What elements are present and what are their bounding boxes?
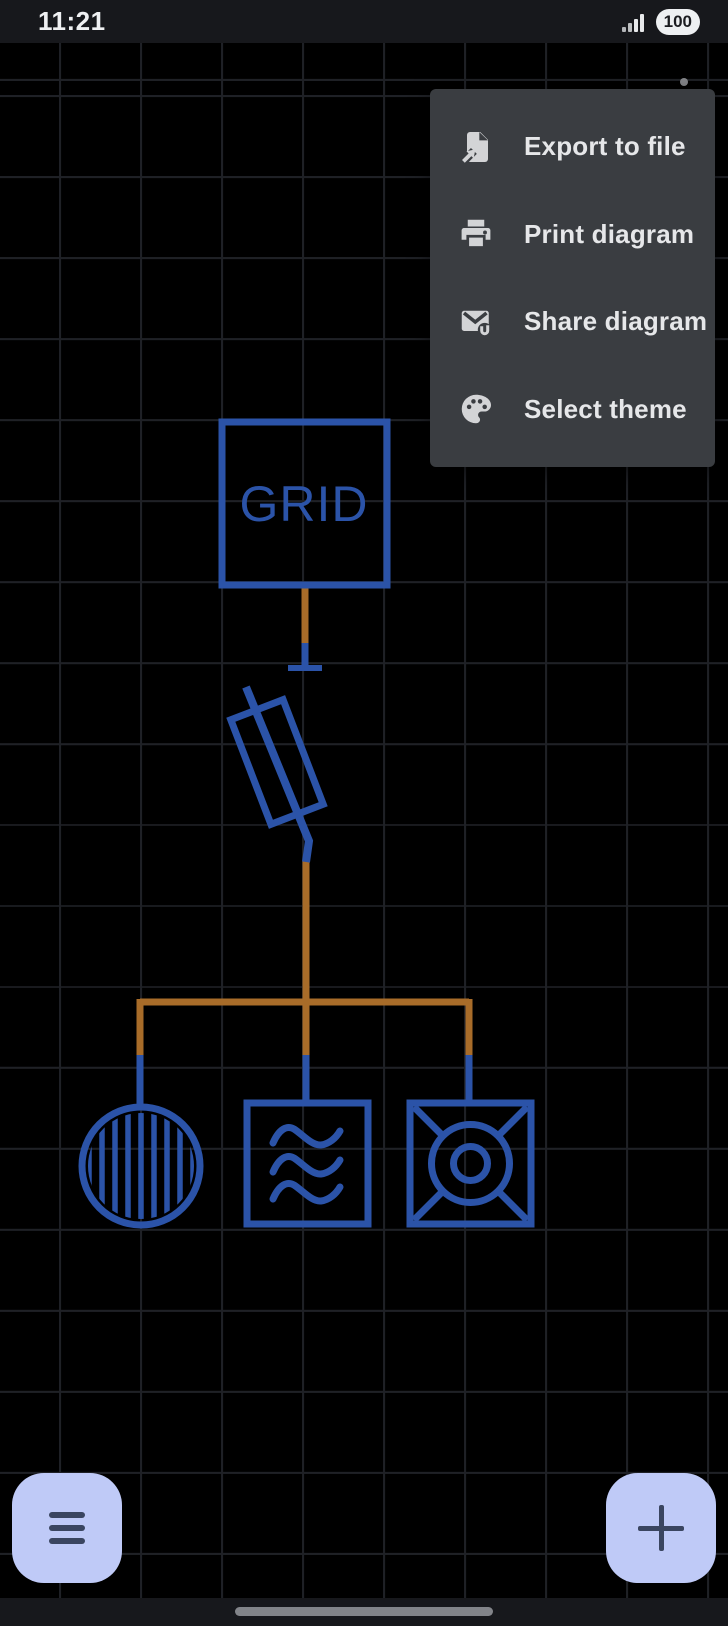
striped-circle-load[interactable] [78,1103,204,1229]
cellular-signal-icon [621,13,644,32]
wave-filter-box[interactable] [243,1099,372,1228]
palette-icon [458,391,494,427]
status-bar: 11:21 100 [0,0,728,43]
feeder-wires [136,585,473,1110]
overflow-menu: Export to file Print diagram [430,89,715,467]
fan-box[interactable] [406,1099,535,1228]
menu-anchor-dot [680,78,688,86]
menu-item-share[interactable]: Share diagram [430,278,715,366]
menu-item-export[interactable]: Export to file [430,103,715,191]
plus-icon [638,1505,684,1551]
clock: 11:21 [38,6,106,36]
add-element-button[interactable] [606,1473,716,1583]
export-file-icon [458,129,494,165]
printer-icon [458,216,494,252]
menu-item-print[interactable]: Print diagram [430,191,715,279]
battery-indicator: 100 [655,8,700,35]
fuse-switch-disconnector[interactable] [226,643,328,863]
system-nav-bar [0,1598,728,1626]
single-line-diagram: GRID [78,418,535,1229]
menu-item-label: Print diagram [524,218,695,249]
main-menu-button[interactable] [12,1473,122,1583]
grid-source-box[interactable]: GRID [218,418,391,589]
battery-level: 100 [663,11,692,31]
grid-label: GRID [240,476,369,532]
menu-item-theme[interactable]: Select theme [430,366,715,454]
share-mail-icon [458,304,494,340]
gesture-handle[interactable] [235,1607,493,1616]
menu-item-label: Share diagram [524,306,708,337]
status-icons: 100 [621,8,700,35]
menu-item-label: Select theme [524,393,687,424]
hamburger-icon [49,1512,85,1544]
menu-item-label: Export to file [524,131,686,162]
